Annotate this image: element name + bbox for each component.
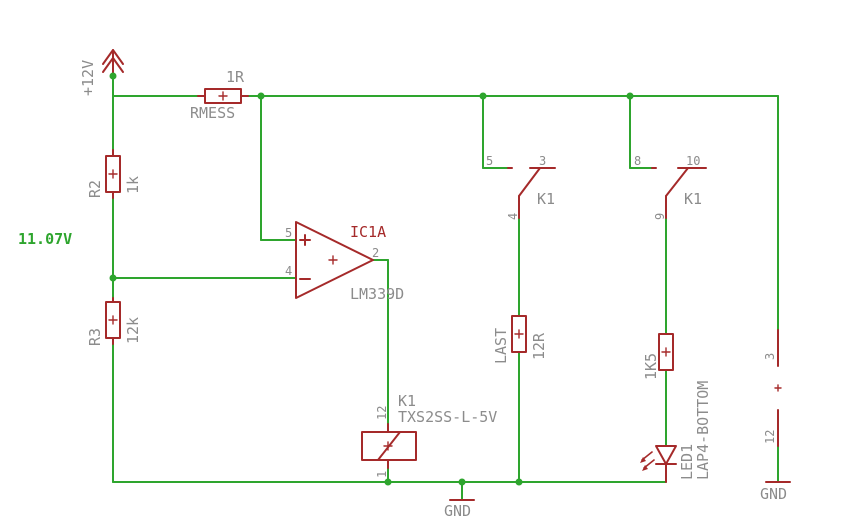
gnd-main-label: GND <box>444 502 471 520</box>
relay-coil-k1: 12 1 K1 TXS2SS-L-5V <box>361 392 497 478</box>
switch2-name: K1 <box>684 190 702 208</box>
rmess-name: RMESS <box>190 104 235 122</box>
resistor-last: LAST 12R <box>492 315 548 364</box>
relay-coil-name: K1 <box>398 392 416 410</box>
resistor-r3: R3 12k <box>86 297 142 346</box>
opamp-ic1a: 5 4 2 IC1A LM339D <box>285 221 404 303</box>
supply-label: +12V <box>79 60 97 96</box>
gnd-right-label: GND <box>760 485 787 503</box>
relay-coil-pin-bottom: 1 <box>375 471 389 478</box>
last-value: 12R <box>530 332 548 360</box>
led-symbol: LED1 LAP4-BOTTOM <box>640 381 712 483</box>
r2-value: 1k <box>124 176 142 194</box>
led-resistor-value: 1K5 <box>642 353 660 380</box>
led-name: LED1 <box>678 444 696 480</box>
r3-name: R3 <box>86 328 104 346</box>
rmess-value: 1R <box>226 68 245 86</box>
switch2-pin-common: 9 <box>653 213 667 220</box>
supply-symbol: +12V <box>79 49 124 96</box>
switch2-pin-a: 8 <box>634 154 641 168</box>
relay-coil-pin-top: 12 <box>375 406 389 420</box>
last-name: LAST <box>492 328 510 364</box>
right-side-component: 3 12 <box>763 329 782 447</box>
resistor-rmess: 1R RMESS <box>190 68 249 122</box>
opamp-part: LM339D <box>350 285 404 303</box>
r2-name: R2 <box>86 180 104 198</box>
right-pin-bottom: 12 <box>763 430 777 444</box>
relay-switch-1: 5 3 4 K1 <box>486 154 556 220</box>
opamp-name: IC1A <box>350 223 386 241</box>
switch1-pin-b: 3 <box>539 154 546 168</box>
gnd-main: GND <box>444 499 475 520</box>
switch1-pin-a: 5 <box>486 154 493 168</box>
switch2-pin-b: 10 <box>686 154 700 168</box>
right-pin-top: 3 <box>763 353 777 360</box>
opamp-pin-out: 2 <box>372 246 379 260</box>
measured-voltage-label: 11.07V <box>18 230 72 248</box>
relay-switch-2: 8 10 9 K1 <box>634 154 707 220</box>
resistor-r2: R2 1k <box>86 149 142 199</box>
relay-coil-part: TXS2SS-L-5V <box>398 408 497 426</box>
switch1-name: K1 <box>537 190 555 208</box>
opamp-pin-noninv: 5 <box>285 226 292 240</box>
wires <box>112 75 779 501</box>
r3-value: 12k <box>124 317 142 344</box>
opamp-pin-inv: 4 <box>285 264 292 278</box>
junctions <box>109 72 634 486</box>
resistor-led: 1K5 <box>642 333 674 380</box>
led-part: LAP4-BOTTOM <box>694 381 712 480</box>
switch1-pin-common: 4 <box>506 213 520 220</box>
gnd-right: GND <box>760 481 791 503</box>
